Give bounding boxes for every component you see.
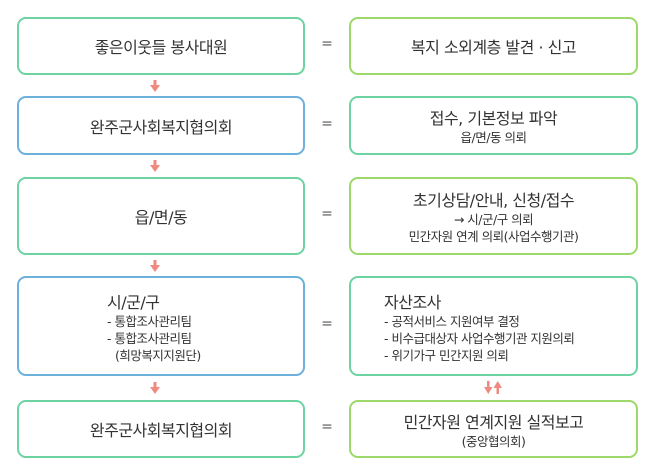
desc-title: 초기상담/안내, 신청/접수 (412, 191, 575, 210)
desc-discovery-report: 복지 소외계층 발견 · 신고 (349, 17, 638, 75)
equals-sign: = (321, 206, 333, 222)
equals-sign: = (321, 419, 333, 435)
desc-report: 민간자원 연계지원 실적보고 (중앙협의회) (349, 400, 638, 458)
step-line: - 통합조사관리팀 (107, 313, 192, 329)
step-title: 읍/면/동 (134, 208, 188, 227)
desc-line: → 시/군/구 의뢰 (453, 212, 534, 227)
arrow-down-icon (150, 382, 160, 394)
arrow-up-down-icon (484, 381, 502, 394)
desc-line: (중앙협의회) (461, 433, 526, 449)
step-title: 완주군사회복지협의회 (89, 421, 233, 440)
equals-sign: = (321, 36, 333, 52)
desc-line: - 비수급대상자 사업수행기관 지원의뢰 (384, 330, 575, 346)
desc-line: 읍/면/동 의뢰 (460, 130, 527, 145)
step-title: 좋은이웃들 봉사대원 (94, 38, 228, 57)
desc-title: 복지 소외계층 발견 · 신고 (410, 38, 577, 57)
step-volunteers: 좋은이웃들 봉사대원 (17, 17, 305, 75)
desc-line: - 위기가구 민간지원 의뢰 (384, 347, 509, 363)
desc-title: 자산조사 (384, 292, 441, 312)
desc-title: 민간자원 연계지원 실적보고 (403, 412, 584, 432)
step-town: 읍/면/동 (17, 177, 305, 255)
step-title: 완주군사회복지협의회 (89, 117, 233, 137)
desc-asset-survey: 자산조사 - 공적서비스 지원여부 결정 - 비수급대상자 사업수행기관 지원의… (349, 276, 638, 376)
step-title: 시/군/구 (107, 292, 160, 312)
desc-line: 민간자원 연계 의뢰(사업수행기관) (408, 229, 579, 244)
arrow-down-icon (150, 260, 160, 272)
desc-line: - 공적서비스 지원여부 결정 (384, 313, 520, 329)
step-council-final: 완주군사회복지협의회 (17, 400, 305, 458)
step-line: (희망복지지원단) (115, 347, 201, 363)
desc-title: 접수, 기본정보 파악 (429, 109, 558, 128)
equals-sign: = (321, 316, 333, 332)
arrow-down-icon (150, 80, 160, 92)
arrow-down-icon (150, 160, 160, 172)
step-city: 시/군/구 - 통합조사관리팀 - 통합조사관리팀 (희망복지지원단) (17, 276, 305, 376)
equals-sign: = (321, 116, 333, 132)
step-line: - 통합조사관리팀 (107, 330, 192, 346)
desc-initial-consult: 초기상담/안내, 신청/접수 → 시/군/구 의뢰 민간자원 연계 의뢰(사업수… (349, 177, 638, 255)
step-council: 완주군사회복지협의회 (17, 96, 305, 155)
desc-intake: 접수, 기본정보 파악 읍/면/동 의뢰 (349, 96, 638, 155)
